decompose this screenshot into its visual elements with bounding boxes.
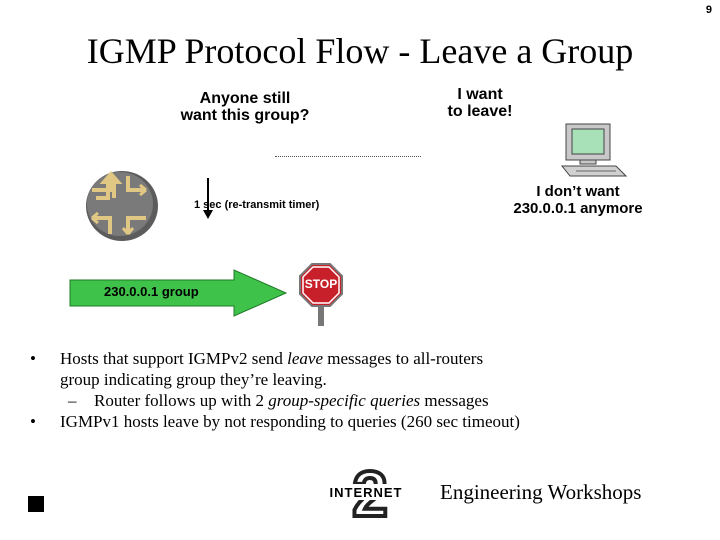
stop-sign-text: STOP [304, 277, 338, 291]
bullet-item: • IGMPv1 hosts leave by not responding t… [30, 412, 520, 431]
host-bubble-line2: to leave! [447, 103, 513, 120]
query-bubble: Anyone still want this group? [160, 90, 330, 124]
group-arrow-label: 230.0.0.1 group [104, 284, 199, 299]
query-bubble-line2: want this group? [180, 107, 310, 124]
timer-label: 1 sec (re-transmit timer) [194, 199, 320, 211]
host-message-line2: 230.0.0.1 anymore [513, 200, 643, 217]
host-bubble: I want to leave! [425, 86, 535, 120]
stop-sign-icon [299, 263, 343, 326]
footer-label: Engineering Workshops [440, 480, 642, 504]
sub-bullet-item: – Router follows up with 2 group-specifi… [68, 391, 489, 410]
timer-arrow [203, 178, 213, 219]
footer-square [28, 496, 44, 512]
computer-icon [560, 123, 628, 177]
network-link [275, 156, 421, 157]
slide-title: IGMP Protocol Flow - Leave a Group [86, 31, 634, 71]
bullet-list: • Hosts that support IGMPv2 send leave m… [30, 348, 710, 432]
bullet-item-continued: group indicating group they’re leaving. [60, 370, 327, 389]
host-message: I don’t want 230.0.0.1 anymore [498, 183, 658, 217]
router-icon [86, 170, 158, 241]
page-number: 9 [705, 4, 712, 16]
logo-text: INTERNET [330, 485, 403, 500]
internet2-logo: 2 INTERNET [322, 466, 412, 528]
host-bubble-line1: I want [457, 86, 503, 103]
query-bubble-line1: Anyone still [199, 90, 291, 107]
group-arrow [69, 269, 288, 317]
host-message-line1: I don’t want [536, 183, 620, 200]
bullet-item: • Hosts that support IGMPv2 send leave m… [30, 348, 710, 390]
